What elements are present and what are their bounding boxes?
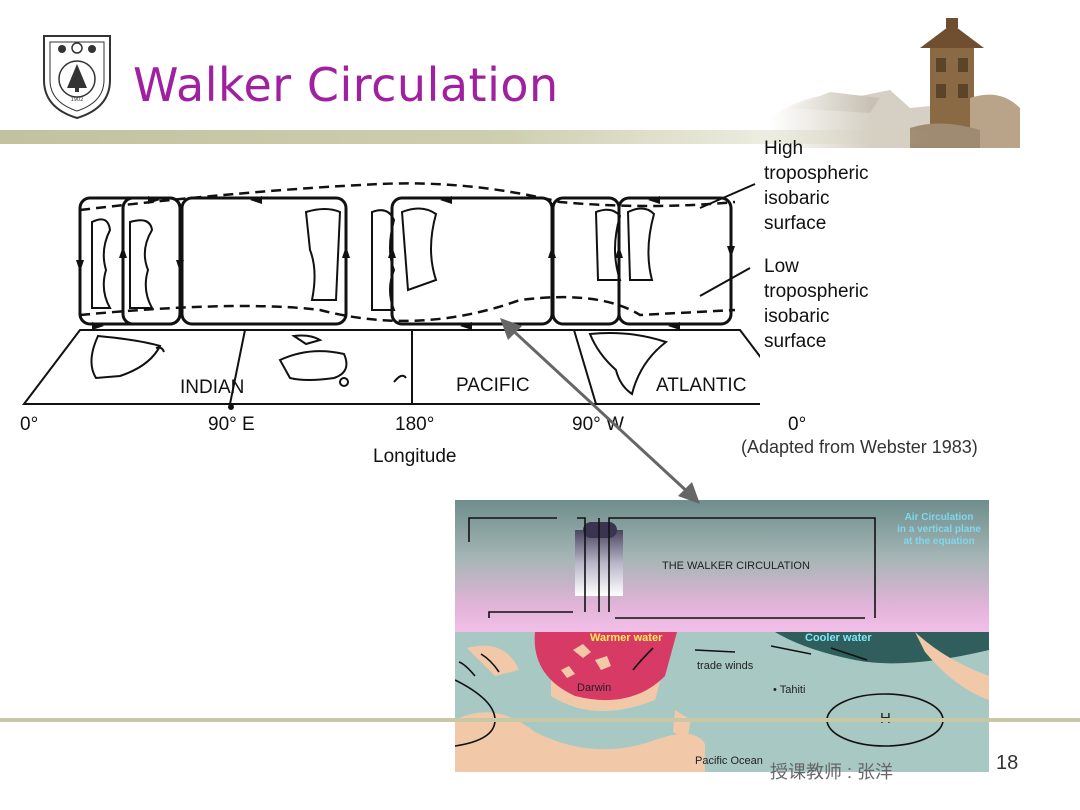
footer-divider [0, 718, 1080, 722]
label-line: High [764, 138, 804, 159]
label-line: tropospheric [764, 163, 869, 184]
photo-title: THE WALKER CIRCULATION [662, 560, 810, 572]
longitude-tick: 0° [788, 414, 807, 435]
low-troposphere-label: Low tropospheric isobaric surface [764, 254, 869, 354]
label-line: isobaric [764, 188, 830, 209]
slide-title: Walker Circulation [133, 58, 559, 112]
label-line: isobaric [764, 306, 830, 327]
tahiti-label: • Tahiti [773, 684, 806, 696]
longitude-axis-label: Longitude [373, 446, 457, 467]
ocean-label-indian: INDIAN [180, 377, 245, 398]
high-troposphere-label: High tropospheric isobaric surface [764, 136, 869, 236]
longitude-dot [228, 404, 234, 410]
caption-line: at the equation [903, 536, 975, 547]
ocean-label-pacific: PACIFIC [456, 375, 530, 396]
trade-winds-label: trade winds [697, 660, 754, 672]
label-line: surface [764, 331, 827, 352]
caption-line: Air Circulation [904, 512, 974, 523]
walker-circulation-photo: Air Circulation in a vertical plane at t… [455, 500, 989, 772]
darwin-label: Darwin [577, 682, 612, 694]
longitude-tick: 0° [20, 414, 39, 435]
pacific-ocean-label: Pacific Ocean [695, 755, 763, 767]
label-line: surface [764, 213, 827, 234]
citation: (Adapted from Webster 1983) [741, 437, 978, 457]
caption-line: in a vertical plane [897, 524, 981, 535]
photo-caption: Air Circulation in a vertical plane at t… [897, 512, 981, 548]
label-line: Low [764, 256, 799, 277]
tower-photo [770, 18, 1020, 148]
walker-circulation-diagram [21, 182, 760, 405]
ocean-label-atlantic: ATLANTIC [656, 375, 747, 396]
longitude-tick: 180° [395, 414, 435, 435]
longitude-tick: 90° E [208, 414, 255, 435]
title-divider [0, 130, 930, 144]
connector-arrow [500, 318, 700, 504]
svg-text:1902: 1902 [71, 97, 84, 103]
label-line: tropospheric [764, 281, 869, 302]
cool-water-label: Cooler water [805, 632, 872, 644]
university-logo: 1902 [38, 32, 116, 120]
page-number: 18 [996, 752, 1019, 774]
footer-text: 授课教师 : 张洋 [770, 762, 894, 782]
warm-water-label: Warmer water [590, 632, 663, 644]
